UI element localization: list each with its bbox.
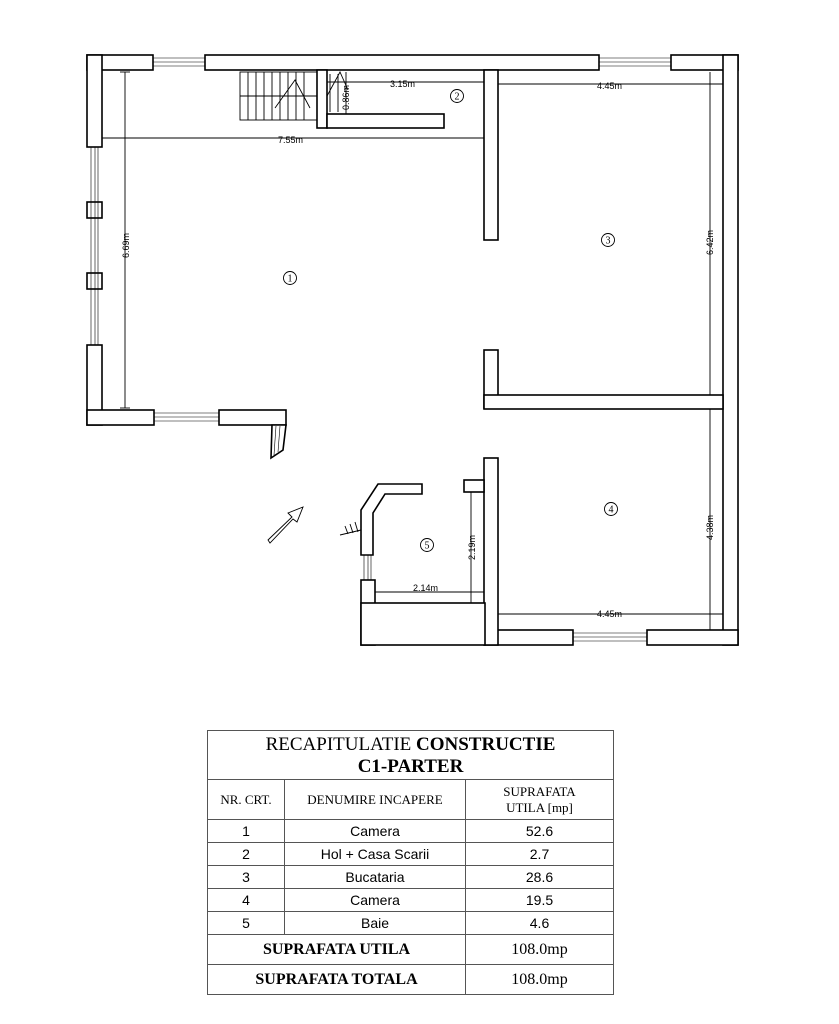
- header-name: DENUMIRE INCAPERE: [284, 779, 466, 820]
- dimension-label: 4.45m: [597, 81, 622, 91]
- window-bath: [363, 555, 372, 580]
- summary-subtitle: C1-PARTER: [357, 756, 464, 777]
- total-row: SUPRAFATA TOTALA 108.0mp: [207, 964, 614, 995]
- wall-bottom-right-b: [646, 629, 739, 646]
- wall-left-pier-2: [86, 272, 103, 290]
- table-row: 5 Baie 4.6: [207, 911, 614, 935]
- dimension-label: 6.42m: [705, 230, 715, 255]
- window-bottom-left: [154, 412, 219, 422]
- total-value: 108.0mp: [465, 964, 614, 995]
- header-area-line1: SUPRAFATA: [503, 783, 576, 799]
- wall-left-top: [86, 54, 103, 148]
- wall-bath-angled: [360, 483, 423, 556]
- row-name: Baie: [284, 911, 466, 935]
- window-bottom-right: [573, 632, 647, 642]
- wall-bath-bottom: [360, 602, 486, 646]
- row-area: 2.7: [465, 842, 614, 866]
- table-row: 1 Camera 52.6: [207, 819, 614, 843]
- header-area-line2: UTILA [mp]: [506, 799, 573, 815]
- svg-text:1: 1: [288, 274, 293, 285]
- row-nr: 4: [207, 888, 285, 912]
- room-marker-2: 2: [450, 89, 464, 103]
- row-area: 28.6: [465, 865, 614, 889]
- dimension-label: 2.14m: [413, 583, 438, 593]
- wall-room4-left: [483, 457, 499, 646]
- wall-stair-landing: [326, 113, 445, 129]
- row-nr: 3: [207, 865, 285, 889]
- row-nr: 2: [207, 842, 285, 866]
- row-area: 19.5: [465, 888, 614, 912]
- row-area: 4.6: [465, 911, 614, 935]
- wall-top-middle: [204, 54, 600, 71]
- window-left: [90, 147, 99, 345]
- summary-title: RECAPITULATIE CONSTRUCTIE C1-PARTER: [207, 730, 614, 780]
- wall-bottom-left: [86, 409, 155, 426]
- table-row: 4 Camera 19.5: [207, 888, 614, 912]
- summary-title-bold: CONSTRUCTIE: [416, 734, 556, 755]
- svg-text:3: 3: [606, 236, 611, 247]
- dimension-label: 4.38m: [705, 515, 715, 540]
- header-area: SUPRAFATA UTILA [mp]: [465, 779, 614, 820]
- dimension-label: 3.15m: [390, 79, 415, 89]
- svg-text:5: 5: [425, 541, 430, 552]
- dimension-label: 2.19m: [467, 535, 477, 560]
- entrance-door: [270, 424, 287, 460]
- staircase: [239, 70, 349, 121]
- summary-title-normal: RECAPITULATIE: [265, 734, 412, 755]
- floor-plan: 7.55m 3.15m 0.86m 4.45m 6.69m 6.42m 4.38…: [86, 54, 739, 646]
- bath-vent-icon: [339, 521, 362, 536]
- svg-text:2: 2: [455, 92, 460, 103]
- dimension-lines: [101, 71, 723, 630]
- room-marker-5: 5: [420, 538, 434, 552]
- window-top-right: [599, 57, 671, 67]
- total-utila-label: SUPRAFATA UTILA: [207, 934, 466, 965]
- table-row: 2 Hol + Casa Scarii 2.7: [207, 842, 614, 866]
- total-label: SUPRAFATA TOTALA: [207, 964, 466, 995]
- table-row: 3 Bucataria 28.6: [207, 865, 614, 889]
- svg-text:4: 4: [609, 505, 614, 516]
- dimension-label: 0.86m: [341, 85, 351, 110]
- wall-entrance-side: [218, 409, 287, 426]
- total-utila-value: 108.0mp: [465, 934, 614, 965]
- row-area: 52.6: [465, 819, 614, 843]
- row-nr: 1: [207, 819, 285, 843]
- header-nr: NR. CRT.: [207, 779, 285, 820]
- dimension-label: 6.69m: [121, 233, 131, 258]
- wall-left-pier-1: [86, 201, 103, 219]
- room-marker-1: 1: [283, 271, 297, 285]
- wall-room3-left-upper: [483, 69, 499, 241]
- row-name: Camera: [284, 819, 466, 843]
- total-utila-row: SUPRAFATA UTILA 108.0mp: [207, 934, 614, 965]
- dimension-label: 4.45m: [597, 609, 622, 619]
- summary-table: RECAPITULATIE CONSTRUCTIE C1-PARTER NR. …: [207, 730, 614, 995]
- room-marker-4: 4: [604, 502, 618, 516]
- wall-room3-room4: [483, 394, 724, 410]
- wall-room4-stub: [463, 479, 485, 493]
- row-name: Hol + Casa Scarii: [284, 842, 466, 866]
- row-nr: 5: [207, 911, 285, 935]
- row-name: Bucataria: [284, 865, 466, 889]
- row-name: Camera: [284, 888, 466, 912]
- window-top-left: [153, 57, 205, 67]
- wall-stair-upper: [316, 69, 328, 129]
- room-marker-3: 3: [601, 233, 615, 247]
- wall-right: [722, 54, 739, 646]
- entrance-arrow-icon: [267, 506, 304, 544]
- dimension-label: 7.55m: [278, 135, 303, 145]
